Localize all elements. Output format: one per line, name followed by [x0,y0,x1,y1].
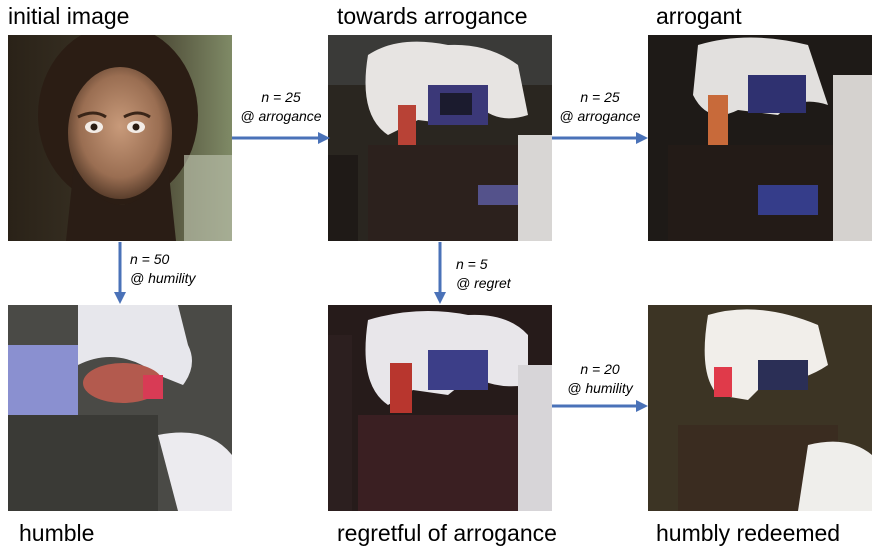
arrow-label-initial-to-humble: n = 50 @ humility [130,250,196,288]
humble-image [8,305,232,511]
title-humble: humble [19,520,95,546]
title-towards-arrogance: towards arrogance [337,3,528,29]
arrow-label-regretful-to-redeemed: n = 20 @ humility [552,360,648,398]
arrow-n-value: n = 50 [130,251,170,267]
portrait-photo [8,35,232,241]
arrow-n-value: n = 25 [580,89,620,105]
arrow-target: @ arrogance [559,108,641,124]
arrow-towards-to-arrogant [552,132,648,144]
arrow-regretful-to-redeemed [552,400,648,412]
arrow-label-towards-to-arrogant: n = 25 @ arrogance [552,88,648,126]
arrow-towards-to-regretful [434,242,446,304]
humbly-redeemed-panel [648,305,872,511]
arrow-target: @ humility [130,270,196,286]
arrow-initial-to-towards [232,132,330,144]
towards-arrogance-image [328,35,552,241]
humbly-redeemed-image [648,305,872,511]
arrow-label-towards-to-regretful: n = 5 @ regret [456,255,511,293]
towards-arrogance-panel [328,35,552,241]
arrow-target: @ regret [456,275,511,291]
arrow-initial-to-humble [114,242,126,304]
arrow-n-value: n = 20 [580,361,620,377]
title-initial-image: initial image [8,3,130,29]
title-humbly-redeemed: humbly redeemed [656,520,841,546]
arrow-target: @ humility [567,380,633,396]
humble-panel [8,305,232,511]
regretful-panel [328,305,552,511]
arrow-label-initial-to-towards: n = 25 @ arrogance [232,88,330,126]
arrow-n-value: n = 5 [456,256,488,272]
arrow-n-value: n = 25 [261,89,301,105]
title-regretful-of-arrogance: regretful of arrogance [337,520,557,546]
arrogant-image [648,35,872,241]
initial-image-panel [8,35,232,241]
arrogant-panel [648,35,872,241]
regretful-image [328,305,552,511]
title-arrogant: arrogant [656,3,742,29]
arrow-target: @ arrogance [240,108,322,124]
